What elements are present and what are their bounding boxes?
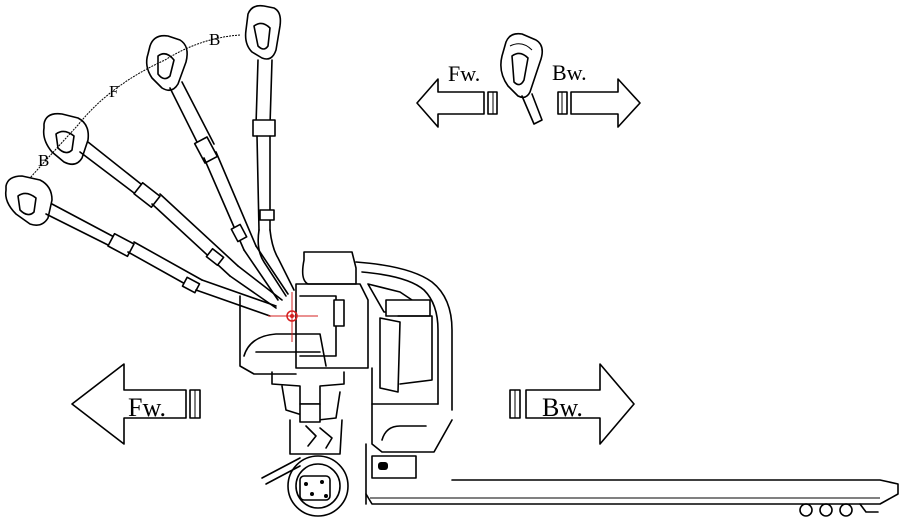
label-b-upper: B <box>209 30 220 49</box>
handle-swing-arc <box>29 34 241 179</box>
bottom-backward-arrow <box>509 363 635 445</box>
top-forward-label: Fw. <box>448 61 480 86</box>
handle-grip-icon <box>500 32 544 125</box>
truck-body <box>239 251 899 517</box>
bottom-forward-label: Fw. <box>128 393 166 422</box>
top-backward-label: Bw. <box>552 60 587 85</box>
label-b-lower: B <box>38 151 49 170</box>
top-forward-arrow <box>416 78 498 128</box>
label-f-mid: F <box>109 82 118 101</box>
handle-position-3 <box>42 112 283 309</box>
pivot-crosshair-icon <box>268 292 318 342</box>
handle-position-vertical <box>244 4 295 297</box>
wheel-icon <box>287 455 349 517</box>
bottom-backward-label: Bw. <box>542 393 583 422</box>
bottom-forward-arrow <box>71 363 201 445</box>
top-backward-arrow <box>557 78 641 128</box>
handle-position-4 <box>4 175 277 317</box>
